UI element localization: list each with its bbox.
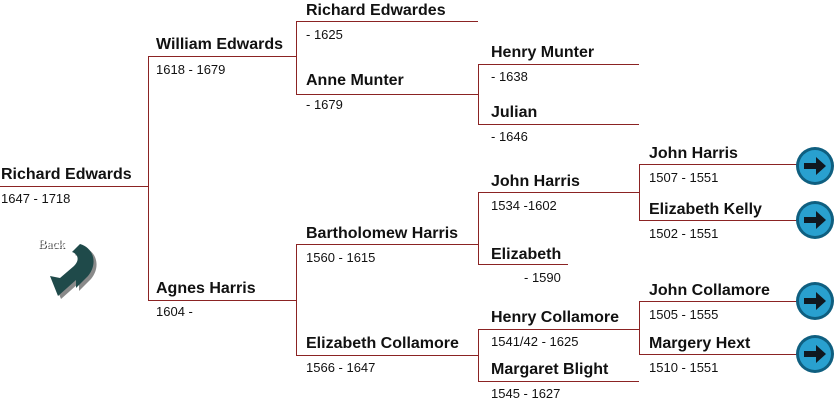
person-name[interactable]: Richard Edwardes bbox=[306, 2, 446, 19]
person-dates: 1545 - 1627 bbox=[491, 386, 561, 401]
person-name[interactable]: John Harris bbox=[491, 173, 580, 190]
person-name[interactable]: Elizabeth Collamore bbox=[306, 335, 459, 352]
person-dates: 1647 - 1718 bbox=[1, 191, 71, 206]
tree-line bbox=[296, 21, 478, 22]
person-name[interactable]: Henry Munter bbox=[491, 44, 595, 61]
back-button[interactable]: Back bbox=[36, 236, 102, 300]
tree-line bbox=[0, 186, 148, 187]
tree-line bbox=[639, 301, 640, 355]
back-arrow-icon bbox=[50, 244, 97, 299]
person-name[interactable]: Elizabeth bbox=[491, 246, 562, 263]
tree-line bbox=[639, 164, 640, 221]
person-name[interactable]: John Collamore bbox=[649, 282, 770, 299]
tree-line bbox=[639, 164, 799, 165]
tree-line bbox=[148, 56, 149, 301]
person-name[interactable]: William Edwards bbox=[156, 36, 283, 53]
arrow-right-icon[interactable] bbox=[795, 200, 835, 240]
person-dates: 1566 - 1647 bbox=[306, 360, 376, 375]
person-name[interactable]: Richard Edwards bbox=[1, 166, 132, 183]
tree-line bbox=[296, 244, 478, 245]
person-dates: 1505 - 1555 bbox=[649, 307, 719, 322]
person-name[interactable]: Henry Collamore bbox=[491, 309, 620, 326]
tree-line bbox=[639, 354, 799, 355]
person-name[interactable]: Agnes Harris bbox=[156, 280, 256, 297]
person-dates: - 1679 bbox=[306, 97, 343, 112]
person-name[interactable]: John Harris bbox=[649, 145, 738, 162]
person-dates: 1507 - 1551 bbox=[649, 170, 719, 185]
tree-line bbox=[148, 56, 296, 57]
person-dates: - 1625 bbox=[306, 27, 343, 42]
arrow-right-icon[interactable] bbox=[795, 281, 835, 321]
person-dates: 1618 - 1679 bbox=[156, 62, 226, 77]
person-name[interactable]: Bartholomew Harris bbox=[306, 225, 459, 242]
tree-line bbox=[639, 220, 799, 221]
person-dates: - 1638 bbox=[491, 69, 528, 84]
tree-line bbox=[478, 264, 568, 265]
tree-line bbox=[478, 124, 639, 125]
tree-line bbox=[639, 301, 799, 302]
person-dates: 1534 -1602 bbox=[491, 198, 557, 213]
person-dates: 1502 - 1551 bbox=[649, 226, 719, 241]
person-name[interactable]: Margaret Blight bbox=[491, 361, 609, 378]
arrow-right-icon[interactable] bbox=[795, 334, 835, 374]
back-label: Back bbox=[38, 236, 65, 251]
tree-line bbox=[478, 64, 479, 125]
person-name[interactable]: Julian bbox=[491, 104, 538, 121]
person-dates: 1560 - 1615 bbox=[306, 250, 376, 265]
person-dates: 1604 - bbox=[156, 304, 193, 319]
tree-line bbox=[478, 192, 479, 265]
person-dates: 1541/42 - 1625 bbox=[491, 334, 579, 349]
tree-line bbox=[296, 355, 478, 356]
tree-line bbox=[478, 329, 639, 330]
person-name[interactable]: Elizabeth Kelly bbox=[649, 201, 762, 218]
tree-line bbox=[296, 244, 297, 356]
tree-line bbox=[296, 94, 478, 95]
tree-line bbox=[478, 329, 479, 382]
person-dates: - 1646 bbox=[491, 129, 528, 144]
person-dates: - 1590 bbox=[524, 270, 561, 285]
tree-line bbox=[478, 192, 639, 193]
person-name[interactable]: Margery Hext bbox=[649, 335, 751, 352]
person-dates: 1510 - 1551 bbox=[649, 360, 719, 375]
tree-line bbox=[296, 21, 297, 95]
tree-line bbox=[478, 64, 639, 65]
arrow-right-icon[interactable] bbox=[795, 146, 835, 186]
tree-line bbox=[478, 381, 639, 382]
person-name[interactable]: Anne Munter bbox=[306, 72, 404, 89]
tree-line bbox=[148, 300, 296, 301]
